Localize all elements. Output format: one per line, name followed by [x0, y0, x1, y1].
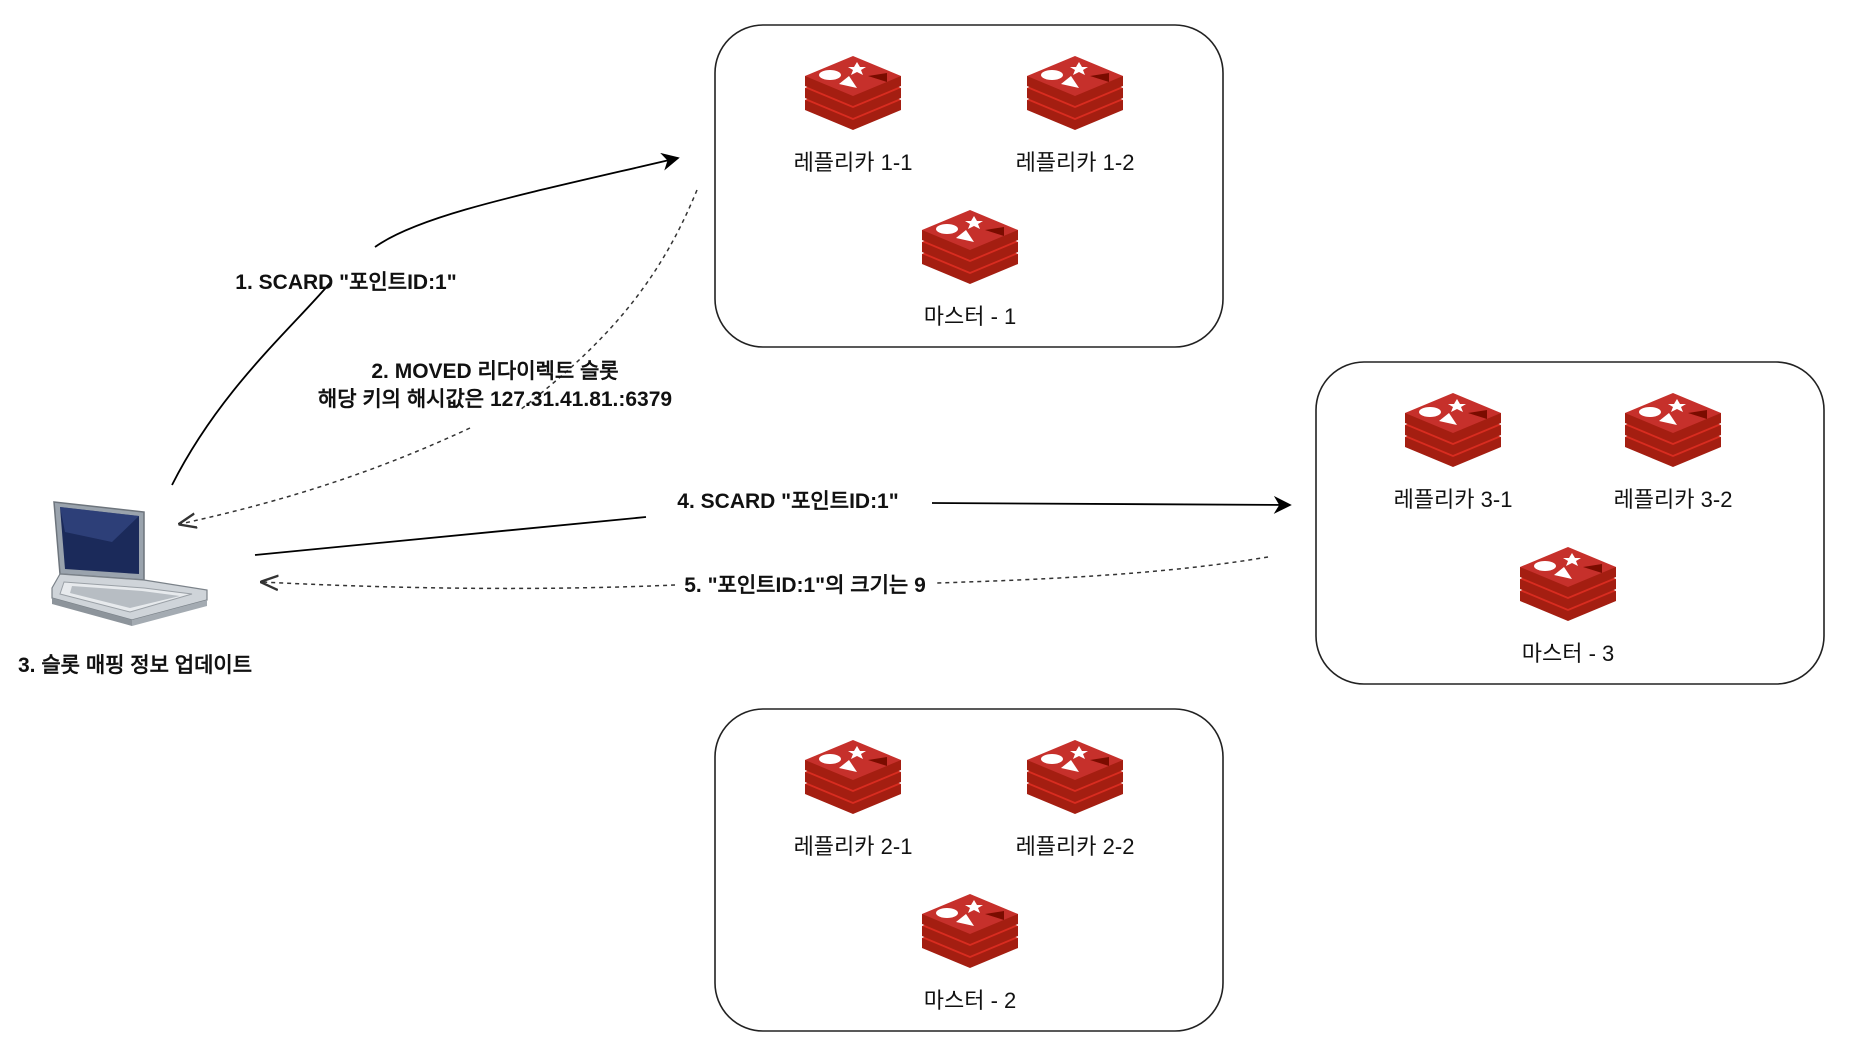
replica-2-2-label: 레플리카 2-2 [1016, 834, 1135, 859]
laptop-icon [51, 501, 208, 626]
replica-1-1-label: 레플리카 1-1 [794, 150, 913, 175]
replica-1-2-label: 레플리카 1-2 [1016, 150, 1135, 175]
cluster-right: 레플리카 3-1 레플리카 3-2 마스터 - 3 [1315, 361, 1825, 685]
replica-3-1-label: 레플리카 3-1 [1394, 487, 1513, 512]
edge-size-response [935, 556, 1269, 584]
edge-label-step2-line2: 해당 키의 해시값은 127.31.41.81.:6379 [318, 388, 672, 411]
edge-label-step5: 5. "포인트ID:1"의 크기는 9 [684, 574, 926, 597]
edge-scard-request-4-arrow [931, 495, 1292, 514]
replica-3-2-label: 레플리카 3-2 [1614, 487, 1733, 512]
edge-moved-redirect [180, 189, 698, 524]
edge-scard-request-4 [254, 516, 647, 556]
cluster-bottom: 레플리카 2-1 레플리카 2-2 마스터 - 2 [714, 708, 1224, 1032]
edge-scard-request-1 [171, 158, 678, 486]
edge-size-response-arrow [262, 582, 676, 588]
replica-2-1-label: 레플리카 2-1 [794, 834, 913, 859]
master-1-label: 마스터 - 1 [924, 304, 1017, 329]
cluster-bottom-box [714, 708, 1224, 1032]
edge-label-step4: 4. SCARD "포인트ID:1" [677, 490, 898, 513]
edge-label-step1: 1. SCARD "포인트ID:1" [235, 271, 456, 294]
master-2-label: 마스터 - 2 [924, 988, 1017, 1013]
cluster-top: 레플리카 1-1 레플리카 1-2 마스터 - 1 [714, 24, 1224, 348]
edge-label-step2-line1: 2. MOVED 리다이렉트 슬롯 [371, 360, 618, 383]
cluster-top-box [714, 24, 1224, 348]
master-3-label: 마스터 - 3 [1522, 641, 1615, 666]
client-label: 3. 슬롯 매핑 정보 업데이트 [18, 654, 252, 677]
cluster-right-box [1315, 361, 1825, 685]
